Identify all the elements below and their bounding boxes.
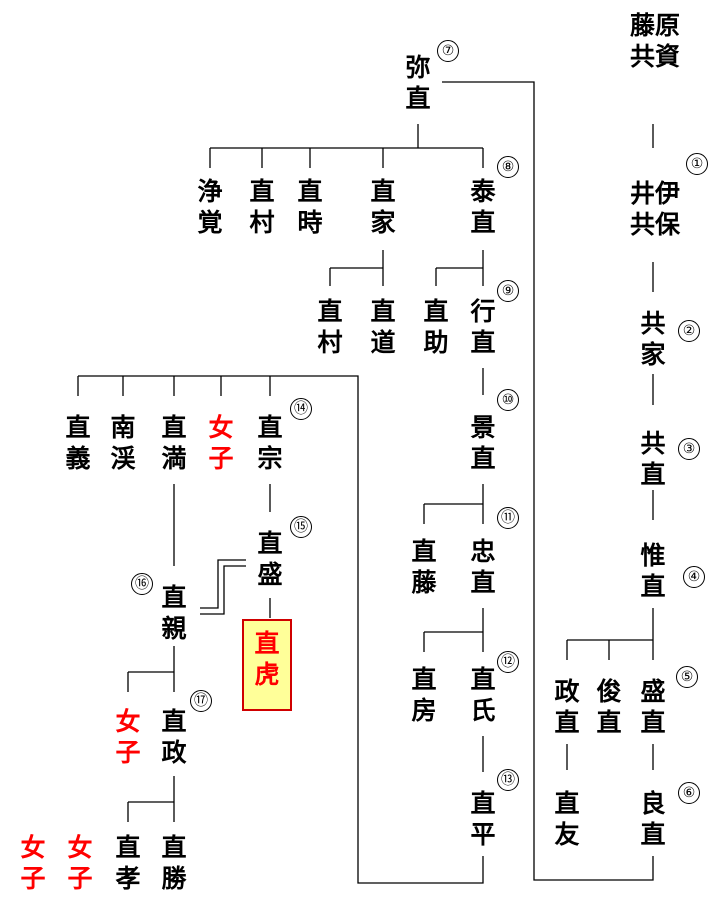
generation-number-15: ⑮ [290, 516, 312, 538]
naotora-highlight [242, 619, 292, 711]
generation-number-14: ⑭ [290, 398, 312, 420]
person-yoshinao: 良 直 [640, 789, 666, 849]
generation-number-9: ⑨ [497, 280, 519, 302]
person-naotora: 直 虎 [254, 629, 280, 689]
generation-number-13: ⑬ [497, 769, 519, 791]
person-masanao-a: 政 直 [554, 677, 580, 737]
generation-number-3: ③ [678, 438, 700, 460]
generation-number-10: ⑩ [497, 389, 519, 411]
person-yukinao: 行 直 [470, 297, 496, 357]
person-tadanao: 忠 直 [470, 537, 496, 597]
person-naofusa: 直 房 [411, 665, 437, 725]
person-naohira: 直 平 [470, 789, 496, 849]
generation-number-5: ⑤ [676, 666, 698, 688]
person-naomune: 直 宗 [257, 413, 283, 473]
person-nankei: 南 渓 [110, 413, 136, 473]
person-naoie: 直 家 [370, 177, 396, 237]
generation-number-17: ⑰ [190, 690, 212, 712]
generation-number-8: ⑧ [497, 156, 519, 178]
generation-number-4: ④ [683, 566, 705, 588]
person-naotaka: 直 孝 [115, 833, 141, 893]
person-naomasa: 直 政 [161, 707, 187, 767]
generation-number-2: ② [678, 320, 700, 342]
person-joshi-a: 女 子 [208, 413, 234, 473]
person-fujiwara-tomosuke: 藤原 共資 [629, 11, 680, 71]
generation-number-1: ① [686, 153, 708, 175]
person-naomori: 直 盛 [257, 529, 283, 589]
person-naomitsu: 直 満 [161, 413, 187, 473]
person-morinao-a: 盛 直 [640, 677, 666, 737]
person-naouji: 直 氏 [470, 665, 496, 725]
person-yanao: 弥 直 [405, 53, 431, 113]
generation-number-7: ⑦ [437, 40, 459, 62]
person-naotoki: 直 時 [297, 177, 323, 237]
person-joshi-c: 女 子 [20, 833, 46, 893]
person-naokatsu: 直 勝 [161, 833, 187, 893]
person-naomichi: 直 道 [370, 297, 396, 357]
person-naoyoshi: 直 義 [65, 413, 91, 473]
generation-number-16: ⑯ [131, 573, 153, 595]
person-naomura-a: 直 村 [249, 177, 275, 237]
person-ii-tomoyasu: 井伊 共保 [629, 179, 680, 239]
person-tomonao: 共 直 [640, 429, 666, 489]
person-naosuke: 直 助 [423, 297, 449, 357]
generation-number-12: ⑫ [497, 651, 519, 673]
person-korenao: 惟 直 [640, 541, 666, 601]
person-kagenao: 景 直 [470, 413, 496, 473]
person-naofuji: 直 藤 [411, 537, 437, 597]
person-joshi-d: 女 子 [67, 833, 93, 893]
generation-number-11: ⑪ [497, 507, 519, 529]
generation-number-6: ⑥ [678, 782, 700, 804]
person-toshinao: 俊 直 [596, 677, 622, 737]
person-naochika: 直 親 [161, 583, 187, 643]
person-joshi-b: 女 子 [115, 707, 141, 767]
person-naomura-b: 直 村 [317, 297, 343, 357]
person-tomoie: 共 家 [640, 309, 666, 369]
person-jokaku: 浄 覚 [197, 177, 223, 237]
person-naotomo: 直 友 [554, 789, 580, 849]
person-yasunao: 泰 直 [470, 177, 496, 237]
